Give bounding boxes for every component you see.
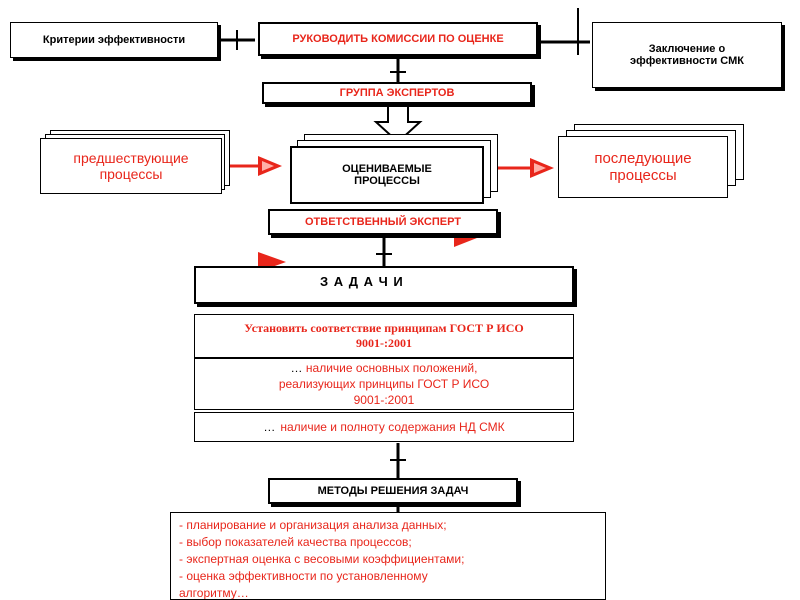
task-establish-line-2: 9001-:2001 (356, 336, 412, 350)
method-item: - планирование и организация анализа дан… (179, 518, 447, 532)
task-completeness-text: наличие и полноту содержания НД СМК (280, 420, 505, 434)
responsible-label: ОТВЕТСТВЕННЫЙ ЭКСПЕРТ (304, 216, 462, 228)
conclusion-line-1: Заключение о (648, 43, 726, 55)
task-presence-prefix: … (290, 361, 303, 375)
conclusion-line-2: эффективности СМК (630, 55, 744, 67)
method-item: алгоритму… (179, 586, 249, 600)
task-establish-line-1: Установить соответствие принципам ГОСТ Р… (244, 321, 524, 335)
experts-box: ГРУППА ЭКСПЕРТОВ (262, 82, 532, 104)
next-line-2: процессы (609, 167, 677, 184)
experts-label: ГРУППА ЭКСПЕРТОВ (339, 87, 455, 99)
task-establish-box: Установить соответствие принципам ГОСТ Р… (194, 314, 574, 358)
tasks-title: З А Д А Ч И (320, 274, 404, 289)
task-completeness-prefix: … (263, 420, 276, 434)
methods-title-box: МЕТОДЫ РЕШЕНИЯ ЗАДАЧ (268, 478, 518, 504)
task-presence-line-3: 9001-:2001 (353, 393, 415, 407)
task-presence-line-1: … наличие основных положений, (291, 360, 478, 376)
tasks-title-box: З А Д А Ч И (194, 266, 574, 304)
responsible-box: ОТВЕТСТВЕННЫЙ ЭКСПЕРТ (268, 209, 498, 235)
method-item: - выбор показателей качества процессов; (179, 535, 412, 549)
manage-box: РУКОВОДИТЬ КОМИССИИ ПО ОЦЕНКЕ (258, 22, 538, 56)
task-presence-line-2: реализующих принципы ГОСТ Р ИСО (278, 377, 490, 391)
methods-list-box: - планирование и организация анализа дан… (170, 512, 606, 600)
conclusion-box: Заключение о эффективности СМК (592, 22, 782, 88)
task-completeness-box: … наличие и полноту содержания НД СМК (194, 412, 574, 442)
criteria-box: Критерии эффективности (10, 22, 218, 58)
next-line-1: последующие (594, 150, 692, 167)
previous-box: предшествующие процессы (40, 138, 222, 194)
method-item: - экспертная оценка с весовыми коэффицие… (179, 552, 465, 566)
red-arrow-left-inner (262, 161, 274, 171)
previous-line-2: процессы (99, 166, 163, 182)
previous-line-1: предшествующие (73, 150, 189, 166)
next-box: последующие процессы (558, 136, 728, 198)
manage-label: РУКОВОДИТЬ КОМИССИИ ПО ОЦЕНКЕ (292, 33, 504, 45)
method-item: - оценка эффективности по установленному (179, 569, 428, 583)
red-arrow-right-inner (534, 163, 546, 173)
evaluated-box: ОЦЕНИВАЕМЫЕ ПРОЦЕССЫ (290, 146, 484, 204)
methods-title: МЕТОДЫ РЕШЕНИЯ ЗАДАЧ (317, 485, 469, 497)
evaluated-line-1: ОЦЕНИВАЕМЫЕ (342, 163, 432, 175)
task-presence-box: … наличие основных положений, реализующи… (194, 358, 574, 410)
task-presence-text-1: наличие основных положений, (305, 361, 478, 375)
criteria-label: Критерии эффективности (42, 34, 186, 46)
down-arrow-icon (373, 105, 423, 144)
evaluated-line-2: ПРОЦЕССЫ (354, 175, 420, 187)
